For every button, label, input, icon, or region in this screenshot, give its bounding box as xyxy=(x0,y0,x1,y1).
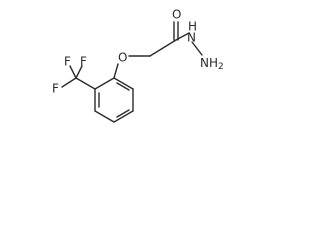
bond-o-ring xyxy=(113,63,119,79)
bond-ring-cf3 xyxy=(75,77,96,90)
ring-bond-1 xyxy=(94,77,115,90)
bond-c-f2 xyxy=(61,77,77,88)
atom-o-ether: O xyxy=(118,51,127,65)
ring-double-2 xyxy=(116,109,130,118)
atom-f1: F xyxy=(64,55,71,69)
atom-nh2: NH2 xyxy=(200,56,224,72)
bond-n-n xyxy=(191,41,203,56)
bond-c-ch2 xyxy=(149,39,177,57)
atom-f2: F xyxy=(52,82,59,96)
diagram-canvas: O N H NH2 O F F F xyxy=(0,0,236,147)
atom-n-amide: N xyxy=(187,31,196,45)
atom-h-amide: H xyxy=(188,20,197,34)
atom-nh2-subscript: 2 xyxy=(218,62,224,72)
atom-f3: F xyxy=(80,55,87,69)
chemical-structure: O N H NH2 O F F F xyxy=(52,8,224,123)
bond-c-f1 xyxy=(69,65,77,79)
bond-c-f3 xyxy=(75,65,83,79)
ring-bond-4 xyxy=(113,110,134,123)
ring-bond-6 xyxy=(113,77,134,90)
atom-labels: O N H NH2 O F F F xyxy=(52,8,224,96)
bond-c-n xyxy=(175,32,190,41)
ring-bond-3 xyxy=(94,110,115,123)
atom-o-carbonyl: O xyxy=(172,8,181,22)
ring-double-3 xyxy=(116,82,130,91)
bonds xyxy=(61,21,203,123)
atom-nh-text: NH xyxy=(200,56,218,70)
